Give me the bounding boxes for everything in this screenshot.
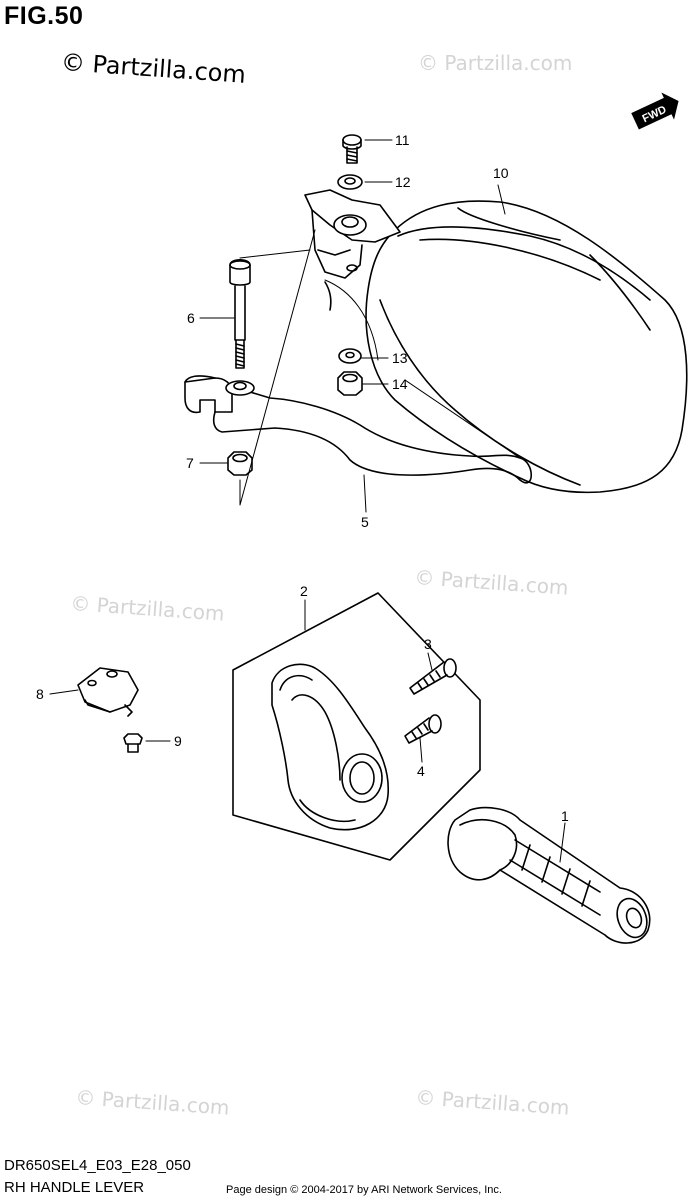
callout-8: 8 xyxy=(36,686,44,702)
switch-8 xyxy=(77,667,139,717)
screw-11 xyxy=(342,134,362,164)
handle-grip xyxy=(447,806,651,944)
watermark: © Partzilla.com xyxy=(75,1085,231,1120)
bolt-6 xyxy=(229,258,251,369)
nut-14 xyxy=(337,371,363,396)
page-credit: Page design © 2004-2017 by ARI Network S… xyxy=(226,1184,502,1196)
screw-9 xyxy=(123,733,143,753)
fwd-arrow-icon: FWD xyxy=(631,92,679,130)
leader-lines xyxy=(49,139,566,863)
callout-9: 9 xyxy=(174,733,182,749)
section-title: RH HANDLE LEVER xyxy=(4,1179,145,1196)
screw-4 xyxy=(404,714,442,744)
assembly-box xyxy=(232,592,481,861)
screw-3 xyxy=(409,658,457,695)
brake-lever xyxy=(184,375,532,484)
callout-5: 5 xyxy=(361,514,369,530)
model-code: DR650SEL4_E03_E28_050 xyxy=(4,1157,191,1174)
hand-guard xyxy=(365,200,688,494)
washer-13 xyxy=(338,348,362,364)
callout-4: 4 xyxy=(417,763,425,779)
callout-12: 12 xyxy=(395,174,411,190)
nut-7 xyxy=(227,451,253,476)
callout-11: 11 xyxy=(395,132,410,148)
watermark: © Partzilla.com xyxy=(415,1085,571,1120)
watermark: © Partzilla.com xyxy=(414,565,570,600)
callout-10: 10 xyxy=(493,165,509,181)
callout-2: 2 xyxy=(300,583,308,599)
watermark: © Partzilla.com xyxy=(70,591,226,626)
callout-3: 3 xyxy=(424,636,432,652)
callout-14: 14 xyxy=(392,376,408,392)
watermark: © Partzilla.com xyxy=(418,51,572,75)
throttle-housing xyxy=(271,663,390,831)
mount-bracket xyxy=(304,189,401,311)
figure-title: FIG.50 xyxy=(4,2,84,30)
callout-1: 1 xyxy=(561,808,569,824)
callout-13: 13 xyxy=(392,350,408,366)
callout-7: 7 xyxy=(186,455,194,471)
callout-6: 6 xyxy=(187,310,195,326)
washer-12 xyxy=(337,174,363,190)
callouts: 11 12 10 6 13 14 7 5 2 3 8 9 4 1 xyxy=(36,132,569,824)
